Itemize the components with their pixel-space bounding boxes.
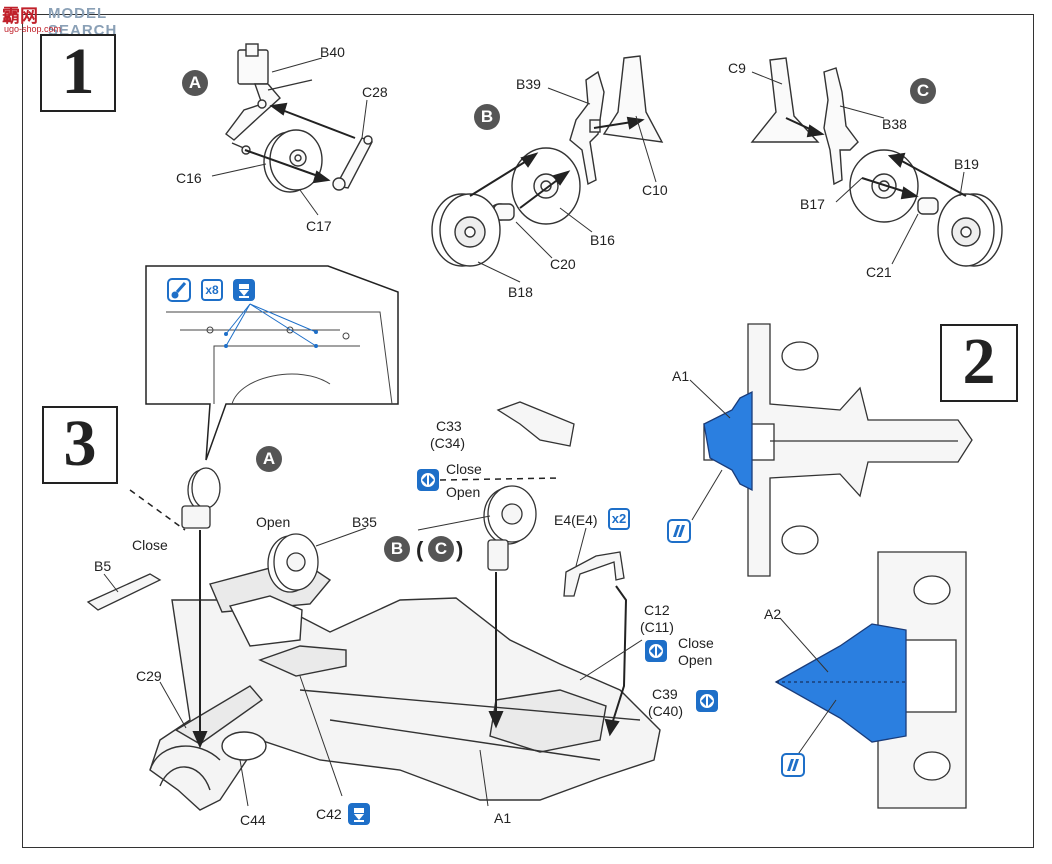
fuselage-3d-view	[149, 559, 661, 811]
label-open-right: Open	[678, 652, 713, 668]
part-a2-blue	[774, 623, 907, 743]
callout-icon-group	[167, 278, 370, 825]
label-open-center: Open	[446, 484, 481, 500]
sub-assembly-a-badge: A	[182, 70, 208, 96]
paint-icon-group	[667, 519, 805, 777]
label-b5: B5	[94, 558, 112, 574]
quantity-x2-icon: x2	[608, 508, 630, 530]
label-b35: B35	[352, 514, 377, 530]
label-a2: A2	[764, 606, 782, 622]
label-c44: C44	[240, 812, 266, 828]
label-c28: C28	[362, 84, 388, 100]
label-b19: B19	[954, 156, 979, 172]
gear-c-leaders	[751, 71, 965, 265]
open-close-icon-group	[417, 469, 718, 712]
label-c42: C42	[316, 806, 342, 822]
step3-leaders	[103, 515, 643, 807]
instruction-sheet-frame	[22, 14, 1034, 848]
label-b17: B17	[800, 196, 825, 212]
step-3-box: 3	[42, 406, 118, 484]
step2-leaders	[689, 379, 837, 761]
label-b38: B38	[882, 116, 907, 132]
step3-a-badge: A	[256, 446, 282, 472]
gear-a-assembly	[225, 43, 373, 193]
label-b39: B39	[516, 76, 541, 92]
label-b40: B40	[320, 44, 345, 60]
label-a1-top: A1	[672, 368, 690, 384]
watermark-url: ugo-shop.com	[4, 24, 62, 34]
label-c34: (C34)	[430, 435, 466, 451]
paren-close: )	[456, 537, 464, 562]
gear-a-arrows	[244, 102, 356, 184]
gear-a-leaders	[211, 57, 368, 216]
label-e4: E4(E4)	[554, 512, 598, 528]
label-c33: C33	[436, 418, 462, 434]
paren-open: (	[416, 537, 424, 562]
gear-b-leaders	[477, 87, 657, 283]
sub-assembly-c-badge: C	[910, 78, 936, 104]
label-close-right: Close	[678, 635, 714, 651]
label-c10: C10	[642, 182, 668, 198]
callout-frame	[145, 265, 399, 461]
dashed-guide-lines	[129, 477, 561, 531]
step-2-box: 2	[940, 324, 1018, 402]
watermark-glyphs: 霸网	[2, 6, 38, 26]
step3-c-badge: C	[428, 536, 454, 562]
gear-c-arrows	[785, 117, 967, 200]
label-c40: (C40)	[648, 703, 684, 719]
label-c16: C16	[176, 170, 202, 186]
step3-arrows	[192, 530, 628, 749]
label-c11: (C11)	[640, 619, 674, 635]
label-c17: C17	[306, 218, 332, 234]
callout-detail	[166, 303, 393, 405]
label-c29: C29	[136, 668, 162, 684]
step3-parts	[86, 401, 625, 611]
label-b16: B16	[590, 232, 615, 248]
label-c9: C9	[728, 60, 746, 76]
gear-b-assembly	[431, 55, 664, 267]
quantity-x8-icon: x8	[201, 279, 223, 301]
label-close-left: Close	[132, 537, 168, 553]
step-1-box: 1	[40, 34, 116, 112]
label-c12: C12	[644, 602, 670, 618]
sub-assembly-b-badge: B	[474, 104, 500, 130]
label-open-left: Open	[256, 514, 291, 530]
label-a1-bottom: A1	[494, 810, 512, 826]
label-c20: C20	[550, 256, 576, 272]
fuselage-bottom-view	[877, 551, 967, 809]
part-a1-blue	[703, 390, 753, 492]
label-c21: C21	[866, 264, 892, 280]
gear-c-assembly	[750, 57, 1003, 267]
label-close-center: Close	[446, 461, 482, 477]
label-b18: B18	[508, 284, 533, 300]
gear-b-arrows	[469, 116, 645, 209]
step3-b-badge: B	[384, 536, 410, 562]
label-c39: C39	[652, 686, 678, 702]
